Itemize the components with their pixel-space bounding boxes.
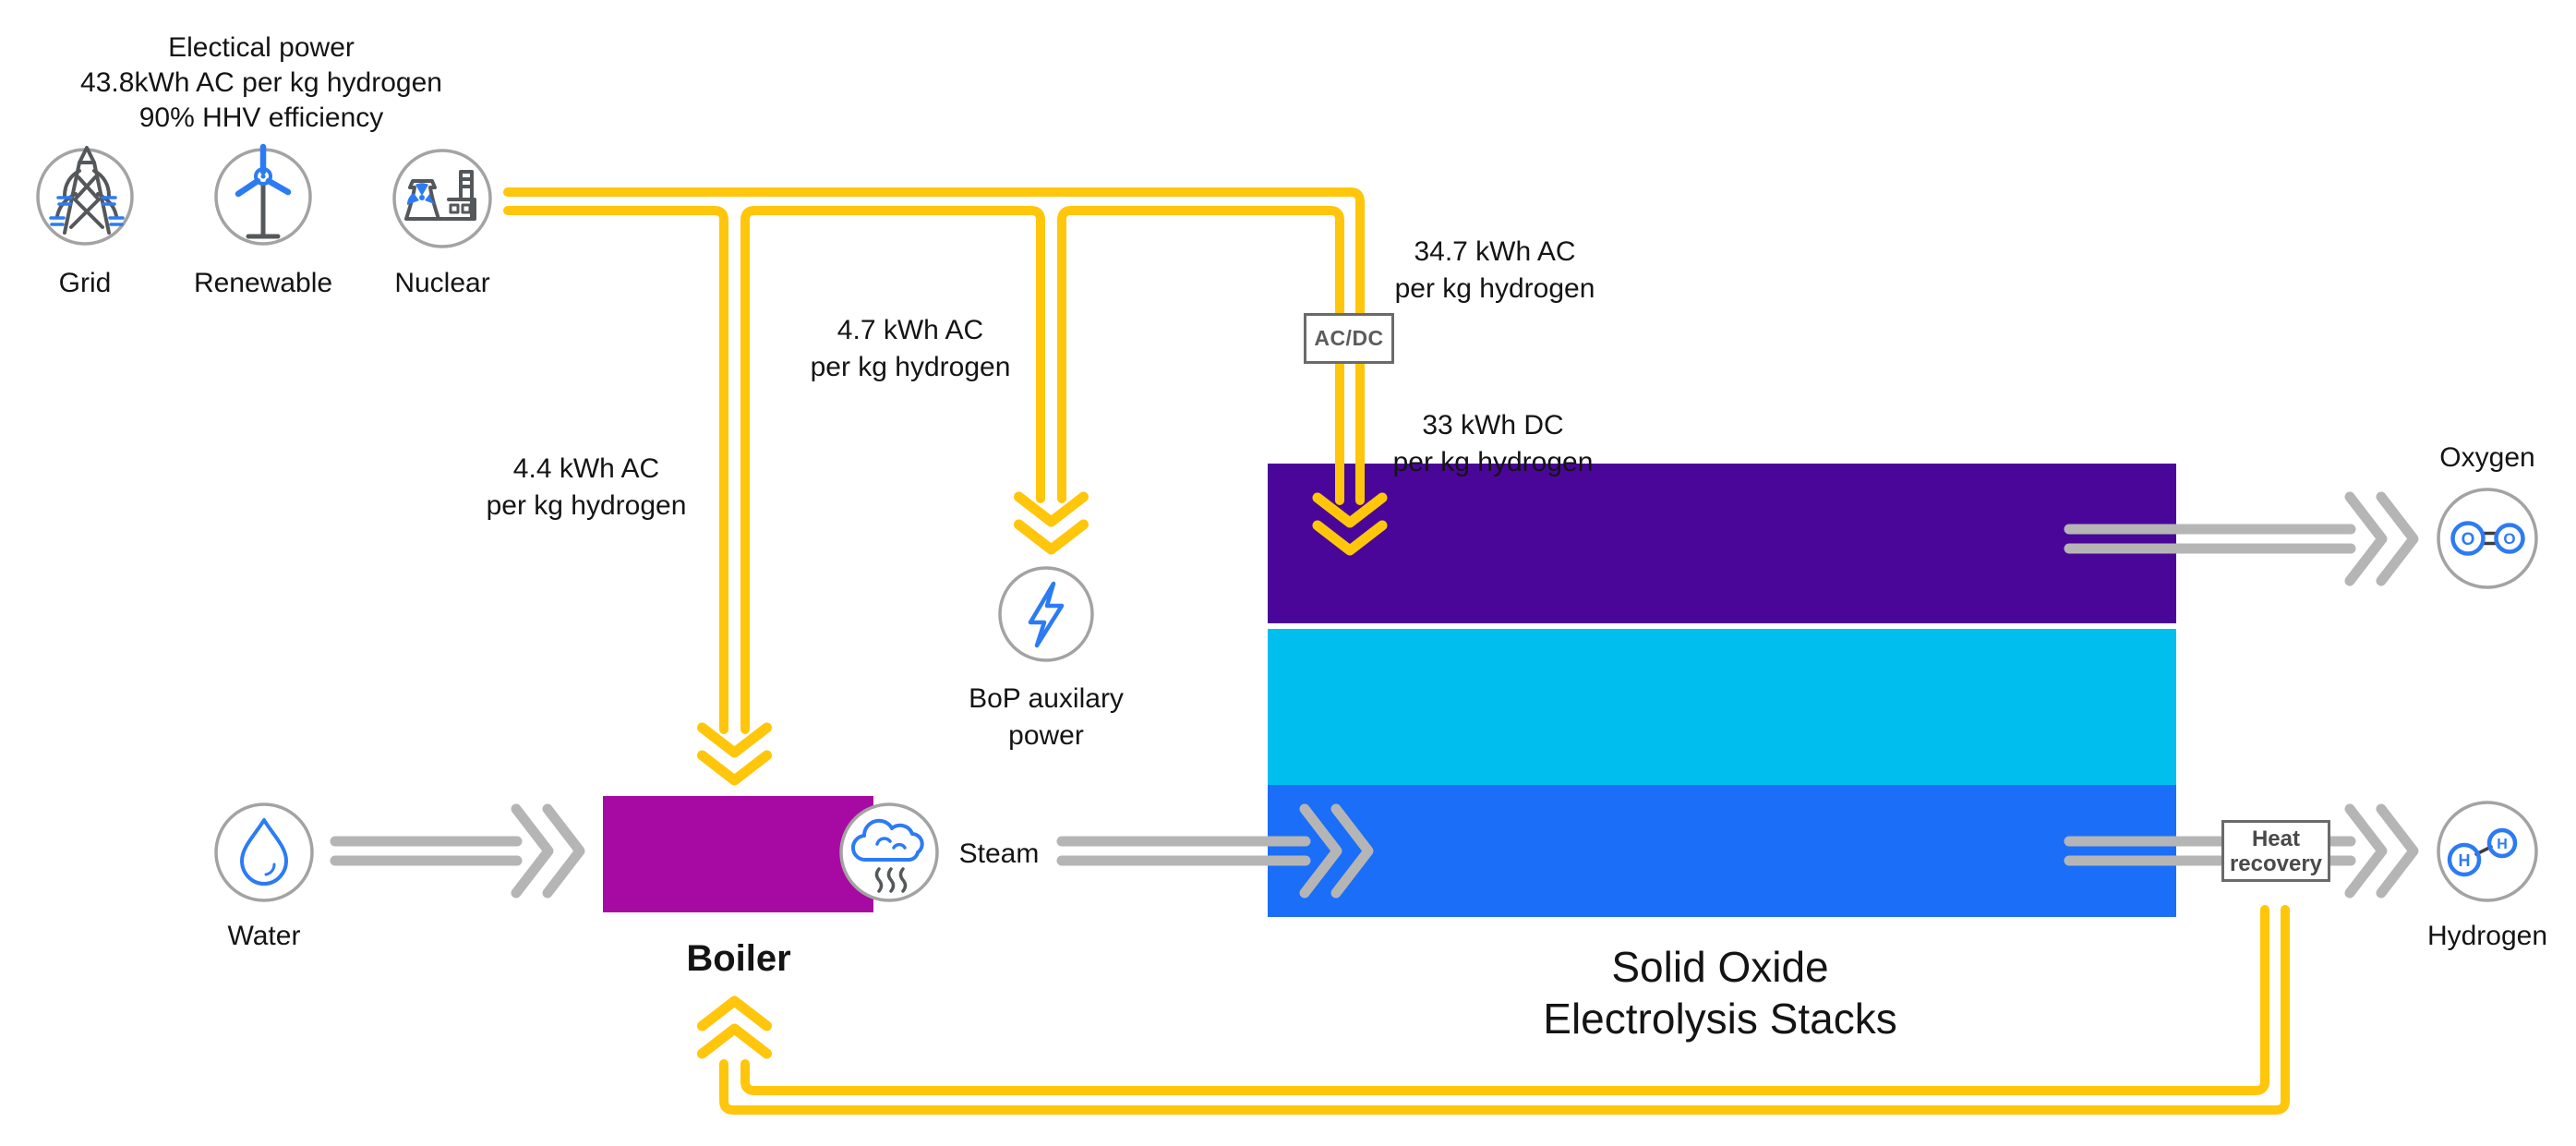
heat-return-inner [740, 905, 2269, 1095]
arrow-into-stack [1312, 492, 1388, 556]
radiation-symbol [406, 183, 437, 205]
heat-return-lines [697, 905, 2290, 1115]
arrow-into-boiler-bottom [697, 995, 772, 1059]
oxygen-arrow [2064, 491, 2419, 586]
lightning-icon [998, 566, 1094, 662]
bop-label: BoP auxilary power [969, 683, 1124, 751]
renewable-label: Renewable [193, 268, 333, 298]
boiler-body [603, 796, 873, 912]
stack-band-top [1268, 464, 2176, 623]
stack-label: Solid Oxide Electrolysis Stacks [1543, 943, 1897, 1043]
power-line-upper [503, 187, 1365, 505]
water-arrow [330, 803, 585, 899]
nuclear-label: Nuclear [394, 268, 490, 298]
water-drop-icon [214, 802, 314, 902]
stack-band-bottom [1268, 785, 2176, 917]
stack-band-middle [1268, 629, 2176, 785]
power-line-lower-to-boiler [503, 206, 728, 734]
steam-arrow [1056, 803, 1374, 899]
water-label: Water [227, 921, 301, 951]
steam-label: Steam [958, 838, 1040, 869]
wind-turbine-icon [214, 143, 312, 246]
heat-recovery-box: Heat recovery [2221, 820, 2330, 882]
boiler-power-label: 4.4 kWh AC per kg hydrogen [486, 453, 687, 521]
bop-power-label: 4.7 kWh AC per kg hydrogen [810, 315, 1011, 382]
grid-label: Grid [58, 268, 112, 298]
arrow-into-boiler [697, 722, 772, 786]
header-electrical-power: Electical power 43.8kWh AC per kg hydrog… [80, 32, 442, 133]
oxygen-label: Oxygen [2439, 442, 2535, 473]
power-line-bop-to-acdc [1057, 206, 1344, 505]
heat-return-outer [719, 905, 2290, 1115]
solid-oxide-stack [1268, 464, 2176, 917]
grid-icon [36, 146, 134, 246]
stack-dc-power-label: 33 kWh DC per kg hydrogen [1392, 410, 1594, 477]
nuclear-plant-icon [392, 149, 492, 248]
oxygen-atom-1: O [2462, 530, 2475, 549]
power-lines [503, 187, 1388, 786]
oxygen-atom-2: O [2503, 530, 2515, 548]
oxygen-molecule-icon: O O [2437, 488, 2538, 589]
hydrogen-atom-1: H [2459, 851, 2471, 870]
hydrogen-label: Hydrogen [2426, 921, 2548, 951]
arrow-into-bop [1014, 491, 1089, 555]
power-line-boiler-to-bop [740, 206, 1045, 734]
steam-cloud-icon [839, 802, 939, 902]
hydrogen-atom-2: H [2497, 837, 2508, 852]
acdc-converter-box: AC/DC [1304, 313, 1394, 364]
stack-ac-power-label: 34.7 kWh AC per kg hydrogen [1394, 236, 1595, 304]
hydrogen-molecule-icon: H H [2437, 801, 2538, 902]
boiler-label: Boiler [686, 938, 791, 979]
